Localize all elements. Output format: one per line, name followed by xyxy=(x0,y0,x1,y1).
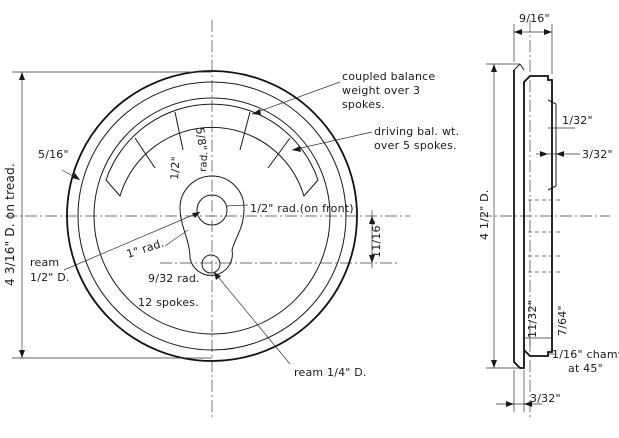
side-7-64-label: 7/64" xyxy=(556,305,569,336)
arrow xyxy=(19,350,25,358)
rim-inner-outline xyxy=(93,97,331,335)
leader xyxy=(213,271,291,365)
side-view xyxy=(480,20,610,420)
arrow xyxy=(556,151,564,157)
arrow xyxy=(514,29,522,35)
throw-label: 11/16" xyxy=(370,220,383,258)
axle-bore xyxy=(196,194,228,226)
leader xyxy=(164,229,189,247)
side-11-32-label: 11/32" xyxy=(526,300,539,338)
driving-weight-line-1: driving bal. wt. xyxy=(374,125,459,138)
arrow xyxy=(524,401,532,407)
side-diameter-label: 4 1/2" D. xyxy=(478,189,491,240)
leader xyxy=(225,204,249,207)
one-inch-rad-label: 1" rad. xyxy=(125,237,166,261)
side-3-32-bottom-label: 3/32" xyxy=(530,392,561,405)
driving-weight-line-2: over 5 spokes. xyxy=(374,139,457,152)
arrow xyxy=(292,146,301,152)
front-view xyxy=(5,20,410,420)
boss-half-label: 1/2" xyxy=(168,156,183,180)
balance-weight-outer xyxy=(105,103,319,181)
arrow xyxy=(19,72,25,80)
weight-division xyxy=(174,111,184,151)
balance-depth-label: 5/8" xyxy=(193,127,209,152)
chamfer-line-1: 1/16" chamfer xyxy=(552,348,619,361)
ream-quarter-label: ream 1/4" D. xyxy=(294,366,367,379)
crank-rad-label: 9/32 rad. xyxy=(148,272,200,285)
arrow xyxy=(369,216,375,224)
leader xyxy=(291,131,373,151)
coupled-weight-line-1: coupled balance xyxy=(342,70,435,83)
tread-diameter-label: 4 3/16" D. on tread. xyxy=(3,163,17,286)
arrow xyxy=(369,255,375,263)
side-1-32-label: 1/32" xyxy=(562,114,593,127)
leader xyxy=(63,211,201,271)
leader xyxy=(251,81,341,115)
ream-half-line-1: ream xyxy=(30,256,59,269)
crank-web-outline xyxy=(179,175,245,276)
boss-profile xyxy=(547,99,557,191)
ream-half-line-2: 1/2" D. xyxy=(30,271,70,284)
chamfer-line-2: at 45° xyxy=(568,362,603,375)
boss-rad-label: rad. xyxy=(198,151,210,172)
arrow xyxy=(506,401,514,407)
tread-outline xyxy=(77,81,347,351)
weight-division xyxy=(267,137,291,169)
arrow xyxy=(491,360,497,368)
arrow xyxy=(491,64,497,72)
arrow xyxy=(540,151,548,157)
weight-division xyxy=(239,111,251,151)
arrow xyxy=(192,212,200,218)
rim-thickness-label: 5/16" xyxy=(38,148,69,161)
wheel-profile xyxy=(513,70,553,369)
arrow xyxy=(544,29,552,35)
balance-weight-inner xyxy=(105,127,319,198)
crankpin-bore xyxy=(201,254,221,274)
flange-top xyxy=(519,63,525,71)
flange-outline xyxy=(66,70,358,362)
arrow xyxy=(214,272,221,280)
coupled-weight-line-2: weight over 3 xyxy=(342,84,420,97)
arrow xyxy=(252,109,261,115)
coupled-weight-line-3: spokes. xyxy=(342,98,385,111)
weight-division xyxy=(134,137,156,169)
spokes-label: 12 spokes. xyxy=(138,296,199,309)
width-label: 9/16" xyxy=(519,12,550,25)
half-rad-front-label: 1/2" rad.(on front) xyxy=(250,202,354,215)
arrow xyxy=(72,173,80,180)
side-3-32-right-label: 3/32" xyxy=(582,148,613,161)
flange-top xyxy=(513,63,521,71)
